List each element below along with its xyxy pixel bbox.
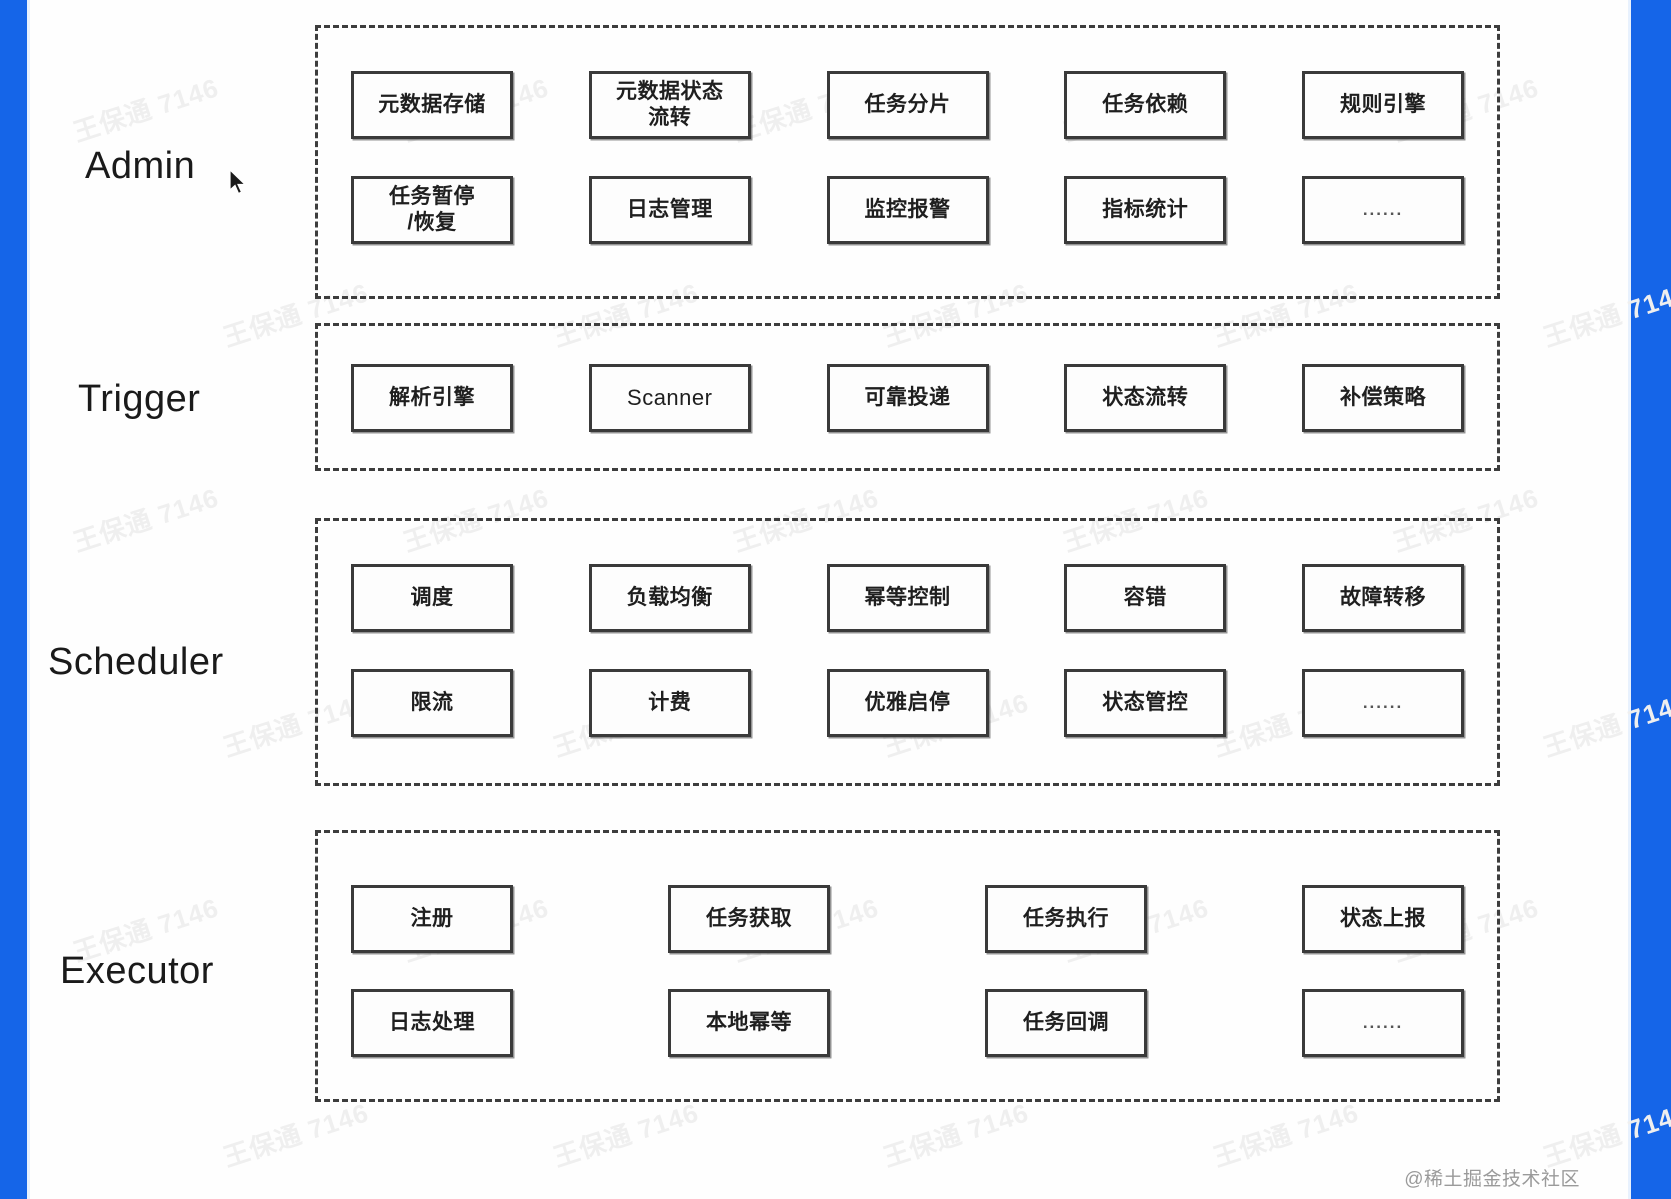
component-box[interactable]: 补偿策略 [1302, 364, 1464, 432]
component-box[interactable]: 状态上报 [1302, 885, 1464, 953]
component-box[interactable]: 元数据存储 [351, 71, 513, 139]
component-box[interactable]: 任务回调 [985, 989, 1147, 1057]
component-box[interactable]: 可靠投递 [826, 364, 989, 432]
component-box[interactable]: 优雅启停 [826, 669, 989, 737]
tier-row-executor-1: 日志处理 本地幂等 任务回调...... [318, 989, 1497, 1057]
component-box[interactable]: 计费 [588, 669, 751, 737]
watermark-tile: 王保通 7146 [1209, 1097, 1363, 1173]
watermark-tile: 王保通 7146 [69, 482, 223, 558]
component-box[interactable]: 注册 [351, 885, 513, 953]
component-box[interactable]: 调度 [351, 564, 513, 632]
component-box[interactable]: 任务执行 [985, 885, 1147, 953]
right-blue-strip [1631, 0, 1671, 1199]
component-box[interactable]: 任务暂停/恢复 [351, 176, 513, 244]
left-blue-strip [0, 0, 27, 1199]
component-box[interactable]: 故障转移 [1302, 564, 1464, 632]
tier-label-executor: Executor [60, 950, 214, 992]
diagram-canvas: 王保通 7146 王保通 7146 王保通 7146 王保通 7146 王保通 7146… [30, 0, 1671, 1199]
component-box[interactable]: ...... [1302, 176, 1464, 244]
component-box[interactable]: 负载均衡 [588, 564, 751, 632]
component-box[interactable]: ...... [1302, 989, 1464, 1057]
component-box[interactable]: ...... [1302, 669, 1464, 737]
watermark-tile: 王保通 7146 [879, 1097, 1033, 1173]
watermark-tile: 王保通 7146 [549, 1097, 703, 1173]
tier-label-scheduler: Scheduler [48, 641, 224, 683]
watermark-tile: 王保通 7146 [69, 72, 223, 148]
component-box[interactable]: 容错 [1064, 564, 1227, 632]
tier-group-admin: 元数据存储 元数据状态流转 任务分片 任务依赖 规则引擎 任务暂停/恢复 日志管理 监控报警… [315, 25, 1500, 299]
tier-row-admin-1: 任务暂停/恢复 日志管理 监控报警 指标统计...... [318, 176, 1497, 244]
component-box[interactable]: 日志处理 [351, 989, 513, 1057]
tier-row-executor-0: 注册 任务获取 任务执行 状态上报 [318, 885, 1497, 953]
tier-row-admin-0: 元数据存储 元数据状态流转 任务分片 任务依赖 规则引擎 [318, 71, 1497, 139]
component-box[interactable]: 任务依赖 [1064, 71, 1227, 139]
tier-row-trigger-0: 解析引擎 Scanner 可靠投递 状态流转 补偿策略 [318, 364, 1497, 432]
component-box[interactable]: 任务分片 [826, 71, 989, 139]
component-box[interactable]: Scanner [588, 364, 751, 432]
left-hairline [27, 0, 30, 1199]
component-box[interactable]: 任务获取 [668, 885, 830, 953]
component-box[interactable]: 状态流转 [1064, 364, 1227, 432]
component-box[interactable]: 状态管控 [1064, 669, 1227, 737]
tier-group-trigger: 解析引擎 Scanner 可靠投递 状态流转 补偿策略 [315, 323, 1500, 471]
watermark-tile: 王保通 7146 [219, 1097, 373, 1173]
tier-label-trigger: Trigger [78, 378, 201, 420]
component-box[interactable]: 规则引擎 [1302, 71, 1464, 139]
component-box[interactable]: 监控报警 [826, 176, 989, 244]
component-box[interactable]: 本地幂等 [668, 989, 830, 1057]
tier-row-scheduler-0: 调度 负载均衡 幂等控制 容错 故障转移 [318, 564, 1497, 632]
tier-label-admin: Admin [85, 145, 196, 187]
tier-group-executor: 注册 任务获取 任务执行 状态上报 日志处理 本地幂等 任务回调...... [315, 830, 1500, 1102]
component-box[interactable]: 幂等控制 [826, 564, 989, 632]
component-box[interactable]: 指标统计 [1064, 176, 1227, 244]
component-box[interactable]: 日志管理 [588, 176, 751, 244]
right-hairline [1628, 0, 1631, 1199]
tier-row-scheduler-1: 限流 计费 优雅启停 状态管控...... [318, 669, 1497, 737]
component-box[interactable]: 元数据状态流转 [588, 71, 751, 139]
component-box[interactable]: 限流 [351, 669, 513, 737]
corner-watermark: @稀土掘金技术社区 [1404, 1169, 1580, 1190]
tier-group-scheduler: 调度 负载均衡 幂等控制 容错 故障转移 限流 计费 优雅启停 状态管控...... [315, 518, 1500, 786]
component-box[interactable]: 解析引擎 [351, 364, 513, 432]
